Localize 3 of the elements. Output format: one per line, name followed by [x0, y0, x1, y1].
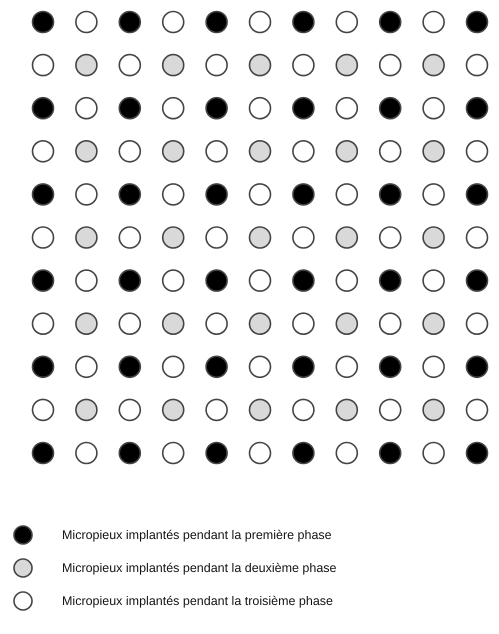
legend-label: Micropieux implantés pendant la première phase	[62, 527, 332, 543]
legend-label: Micropieux implantés pendant la deuxième phase	[62, 560, 336, 576]
legend-label: Micropieux implantés pendant la troisième phase	[62, 593, 333, 609]
